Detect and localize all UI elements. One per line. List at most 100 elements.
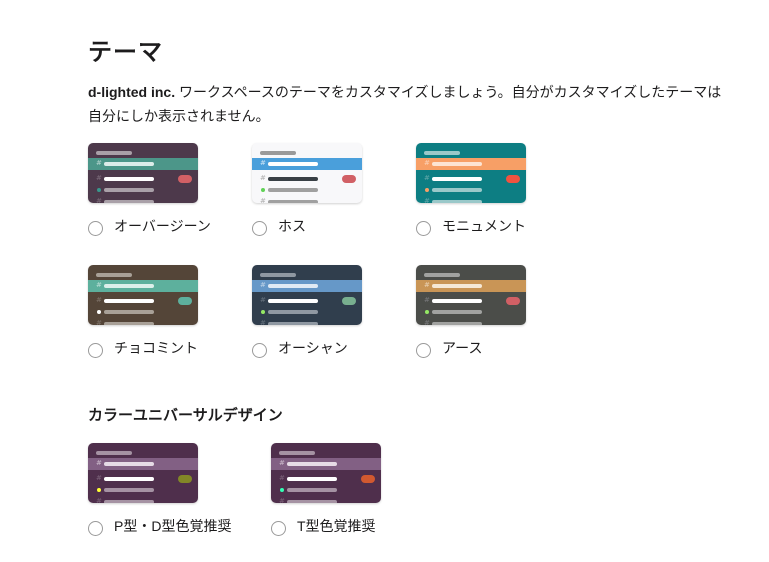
presence-dot-icon [425,310,429,314]
preview-line [432,162,482,166]
preview-line [268,200,318,203]
hash-icon: # [279,474,285,482]
preview-line [287,500,337,503]
preview-line [287,477,337,481]
mention-badge [342,175,356,183]
hash-icon: # [96,281,102,289]
cud-section-title: カラーユニバーサルデザイン [88,407,283,424]
theme-radio-option[interactable]: チョコミント [88,337,198,358]
theme-option-1[interactable]: # # # オーバージーン [88,143,248,236]
mention-badge [178,175,192,183]
theme-preview[interactable]: # # # [416,265,526,325]
theme-preview[interactable]: # # # [252,265,362,325]
theme-preview[interactable]: # # # [416,143,526,203]
theme-option-2[interactable]: # # # ホス [252,143,412,236]
preview-line [268,322,318,325]
theme-preview[interactable]: # # # [88,143,198,203]
preview-line [268,284,318,288]
preview-workspace-line [96,273,132,277]
presence-dot-icon [97,310,101,314]
cud-theme-option-2[interactable]: # # # T型色覚推奨 [271,443,431,536]
preview-line [268,310,318,314]
theme-radio-option[interactable]: P型・D型色覚推奨 [88,515,231,536]
preview-line [104,177,154,181]
theme-radio-option[interactable]: ホス [252,215,306,236]
radio-button[interactable] [88,343,103,358]
preview-workspace-line [96,151,132,155]
preview-workspace-line [96,451,132,455]
preview-line [268,188,318,192]
presence-dot-icon [425,188,429,192]
radio-button[interactable] [252,343,267,358]
preview-line [104,200,154,203]
theme-option-5[interactable]: # # # オーシャン [252,265,412,358]
description-text: ワークスペースのテーマをカスタマイズしましょう。自分がカスタマイズしたテーマは自… [88,84,722,124]
preview-line [268,162,318,166]
hash-icon: # [260,281,266,289]
theme-radio-option[interactable]: T型色覚推奨 [271,515,376,536]
preview-workspace-line [260,151,296,155]
theme-option-3[interactable]: # # # モニュメント [416,143,576,236]
theme-label: オーバージーン [114,217,211,234]
theme-radio-option[interactable]: オーバージーン [88,215,211,236]
theme-option-6[interactable]: # # # アース [416,265,576,358]
preview-line [432,310,482,314]
hash-icon: # [260,174,266,182]
preview-line [104,299,154,303]
theme-option-4[interactable]: # # # チョコミント [88,265,248,358]
hash-icon: # [424,319,430,326]
hash-icon: # [96,459,102,467]
theme-radio-option[interactable]: アース [416,337,482,358]
mention-badge [361,475,375,483]
preview-line [104,310,154,314]
hash-icon: # [424,159,430,167]
radio-button[interactable] [252,221,267,236]
preview-line [104,477,154,481]
preview-line [287,488,337,492]
hash-icon: # [96,319,102,326]
preview-line [432,200,482,203]
theme-preview[interactable]: # # # [88,443,198,503]
theme-label: オーシャン [278,339,348,356]
radio-button[interactable] [88,521,103,536]
mention-badge [506,297,520,305]
hash-icon: # [96,474,102,482]
theme-label: P型・D型色覚推奨 [114,517,232,534]
workspace-name: d-lighted inc. [88,84,176,100]
preview-line [104,462,154,466]
hash-icon: # [424,296,430,304]
theme-label: チョコミント [114,339,198,356]
theme-preview[interactable]: # # # [252,143,362,203]
presence-dot-icon [261,310,265,314]
hash-icon: # [424,197,430,204]
preview-line [268,177,318,181]
radio-button[interactable] [416,221,431,236]
radio-button[interactable] [416,343,431,358]
presence-dot-icon [280,488,284,492]
presence-dot-icon [261,188,265,192]
hash-icon: # [260,296,266,304]
radio-button[interactable] [271,521,286,536]
hash-icon: # [260,197,266,204]
page-description: d-lighted inc. ワークスペースのテーマをカスタマイズしましょう。自… [88,80,728,128]
radio-button[interactable] [88,221,103,236]
hash-icon: # [279,497,285,504]
preview-line [268,299,318,303]
hash-icon: # [424,281,430,289]
preview-workspace-line [424,151,460,155]
theme-label: モニュメント [442,217,526,234]
theme-preview[interactable]: # # # [88,265,198,325]
mention-badge [342,297,356,305]
cud-theme-option-1[interactable]: # # # P型・D型色覚推奨 [88,443,248,536]
theme-label: T型色覚推奨 [297,517,376,534]
preview-line [432,188,482,192]
theme-preview[interactable]: # # # [271,443,381,503]
hash-icon: # [96,174,102,182]
hash-icon: # [96,159,102,167]
theme-radio-option[interactable]: モニュメント [416,215,526,236]
theme-radio-option[interactable]: オーシャン [252,337,348,358]
preview-workspace-line [424,273,460,277]
preview-line [432,322,482,325]
preview-line [104,322,154,325]
mention-badge [178,475,192,483]
